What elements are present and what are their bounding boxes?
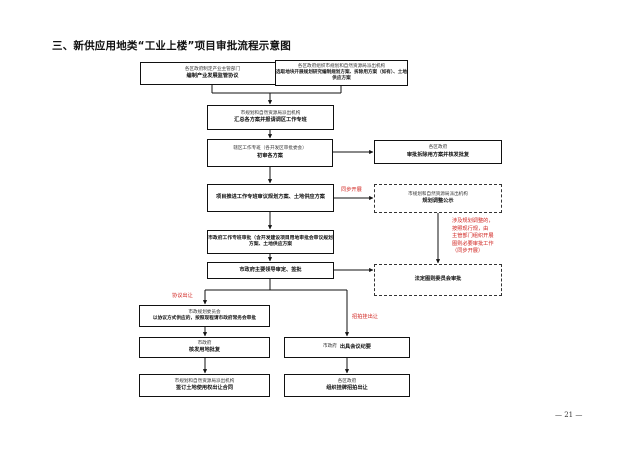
box-planning-adjustment-publicity: 市规划和自然资源局派出机构 规划调整公示 <box>374 184 502 213</box>
box-task: 市政府工作专班审批（含开发建设项目用地审批会审议规划方案、土地供应方案 <box>208 235 333 247</box>
box-municipal-task-force-approval: 市政府工作专班审批（含开发建设项目用地审批会审议规划方案、土地供应方案 <box>207 230 334 254</box>
box-agency: 市规划和自然资源局派出机构 <box>174 378 235 384</box>
note-line: 按照现行规，由 <box>452 225 489 232</box>
box-agency: 各区政府组织市规划和自然资源局派出机构 <box>297 63 386 69</box>
box-land-use-approval: 市政府 核发用地批复 <box>139 337 270 358</box>
box-agency: 市政府 <box>197 340 212 346</box>
box-task: 以协议方式供应的，按照现程请市政府常务会审批 <box>152 315 257 321</box>
box-land-transfer-contract: 市规划和自然资源局派出机构 签订土地使用权出让合同 <box>139 374 270 397</box>
box-industry-supervision-agreement: 各区政府制定产业主管部门 编制产业发展监管协议 <box>140 62 285 85</box>
box-mayor-sign-off: 市政府主要领导审定、签批 <box>207 262 334 279</box>
note-line: （同步开展） <box>452 248 484 255</box>
box-task: 出具会议纪要 <box>339 343 371 350</box>
box-planning-research: 各区政府组织市规划和自然资源局派出机构 选取地块开展规划研究编制规划方案、拆除用… <box>275 60 408 86</box>
box-demolition-approval: 各区政府 审批拆除用方案并核发批复 <box>374 140 502 164</box>
box-task: 市政府主要领导审定、签批 <box>239 266 302 273</box>
box-task: 核发用地批复 <box>188 347 221 354</box>
box-task: 签订土地使用权出让合同 <box>175 385 234 392</box>
note-line: 涉及规划调整的， <box>452 218 494 224</box>
box-agency: 市规划和自然资源局派出机构 <box>408 191 468 197</box>
box-agency: 辖区工作专班（各开发区审批委会） <box>233 146 307 152</box>
box-public-auction: 各区政府 组织挂牌招拍出让 <box>284 374 410 397</box>
box-summarize-plans: 市规划和自然资源局派出机构 汇总各方案并报请调区工作专班 <box>207 105 334 130</box>
box-task: 项目推进工作专班审议规划方案、土地供应方案 <box>216 194 325 201</box>
box-agency: 各区政府制定产业主管部门 <box>184 66 241 72</box>
box-agency: 各区政府 <box>337 378 357 384</box>
box-agency: 市规划和自然资源局派出机构 <box>240 110 301 116</box>
box-task: 选取地块开展规划研究编制规划方案、拆除用方案（如有）、土地供应方案 <box>276 69 407 82</box>
note-line: 图则必要审批工作 <box>452 240 494 247</box>
note-line: 主管部门组织开展 <box>452 233 494 240</box>
box-task: 组织挂牌招拍出让 <box>326 385 368 392</box>
page-title: 三、新供应用地类“工业上楼”项目审批流程示意图 <box>52 40 291 52</box>
note-auction-transfer: 招拍挂出让 <box>352 314 378 320</box>
box-agency: 各区政府 <box>428 145 448 151</box>
box-statutory-plan-committee: 法定图则委员会审批 <box>374 264 502 296</box>
box-task: 规划调整公示 <box>422 198 454 205</box>
box-task: 初审各方案 <box>257 152 283 159</box>
box-agency: 市政规划委员会 <box>188 309 221 315</box>
page-number: — 21 — <box>555 411 583 419</box>
box-task: 编制产业发展监管协议 <box>186 73 239 80</box>
note-planning-adjustment: 涉及规划调整的， 按照现行规，由 主管部门组织开展 图则必要审批工作 （同步开展… <box>452 218 494 256</box>
box-task: 审批拆除用方案并核发批复 <box>406 151 470 158</box>
note-simultaneous: 同步开展 <box>341 187 362 193</box>
box-meeting-minutes: 市政府 出具会议纪要 <box>284 337 410 358</box>
box-task: 汇总各方案并报请调区工作专班 <box>234 117 307 124</box>
box-task: 法定图则委员会审批 <box>414 276 462 283</box>
box-task-force-review: 项目推进工作专班审议规划方案、土地供应方案 <box>207 184 334 212</box>
box-agency: 市政府 <box>323 344 337 350</box>
note-agreement-transfer: 协议出让 <box>172 293 193 299</box>
box-agreement-supply-approval: 市政规划委员会 以协议方式供应的，按照现程请市政府常务会审批 <box>139 305 270 327</box>
box-preliminary-review: 辖区工作专班（各开发区审批委会） 初审各方案 <box>207 139 333 167</box>
